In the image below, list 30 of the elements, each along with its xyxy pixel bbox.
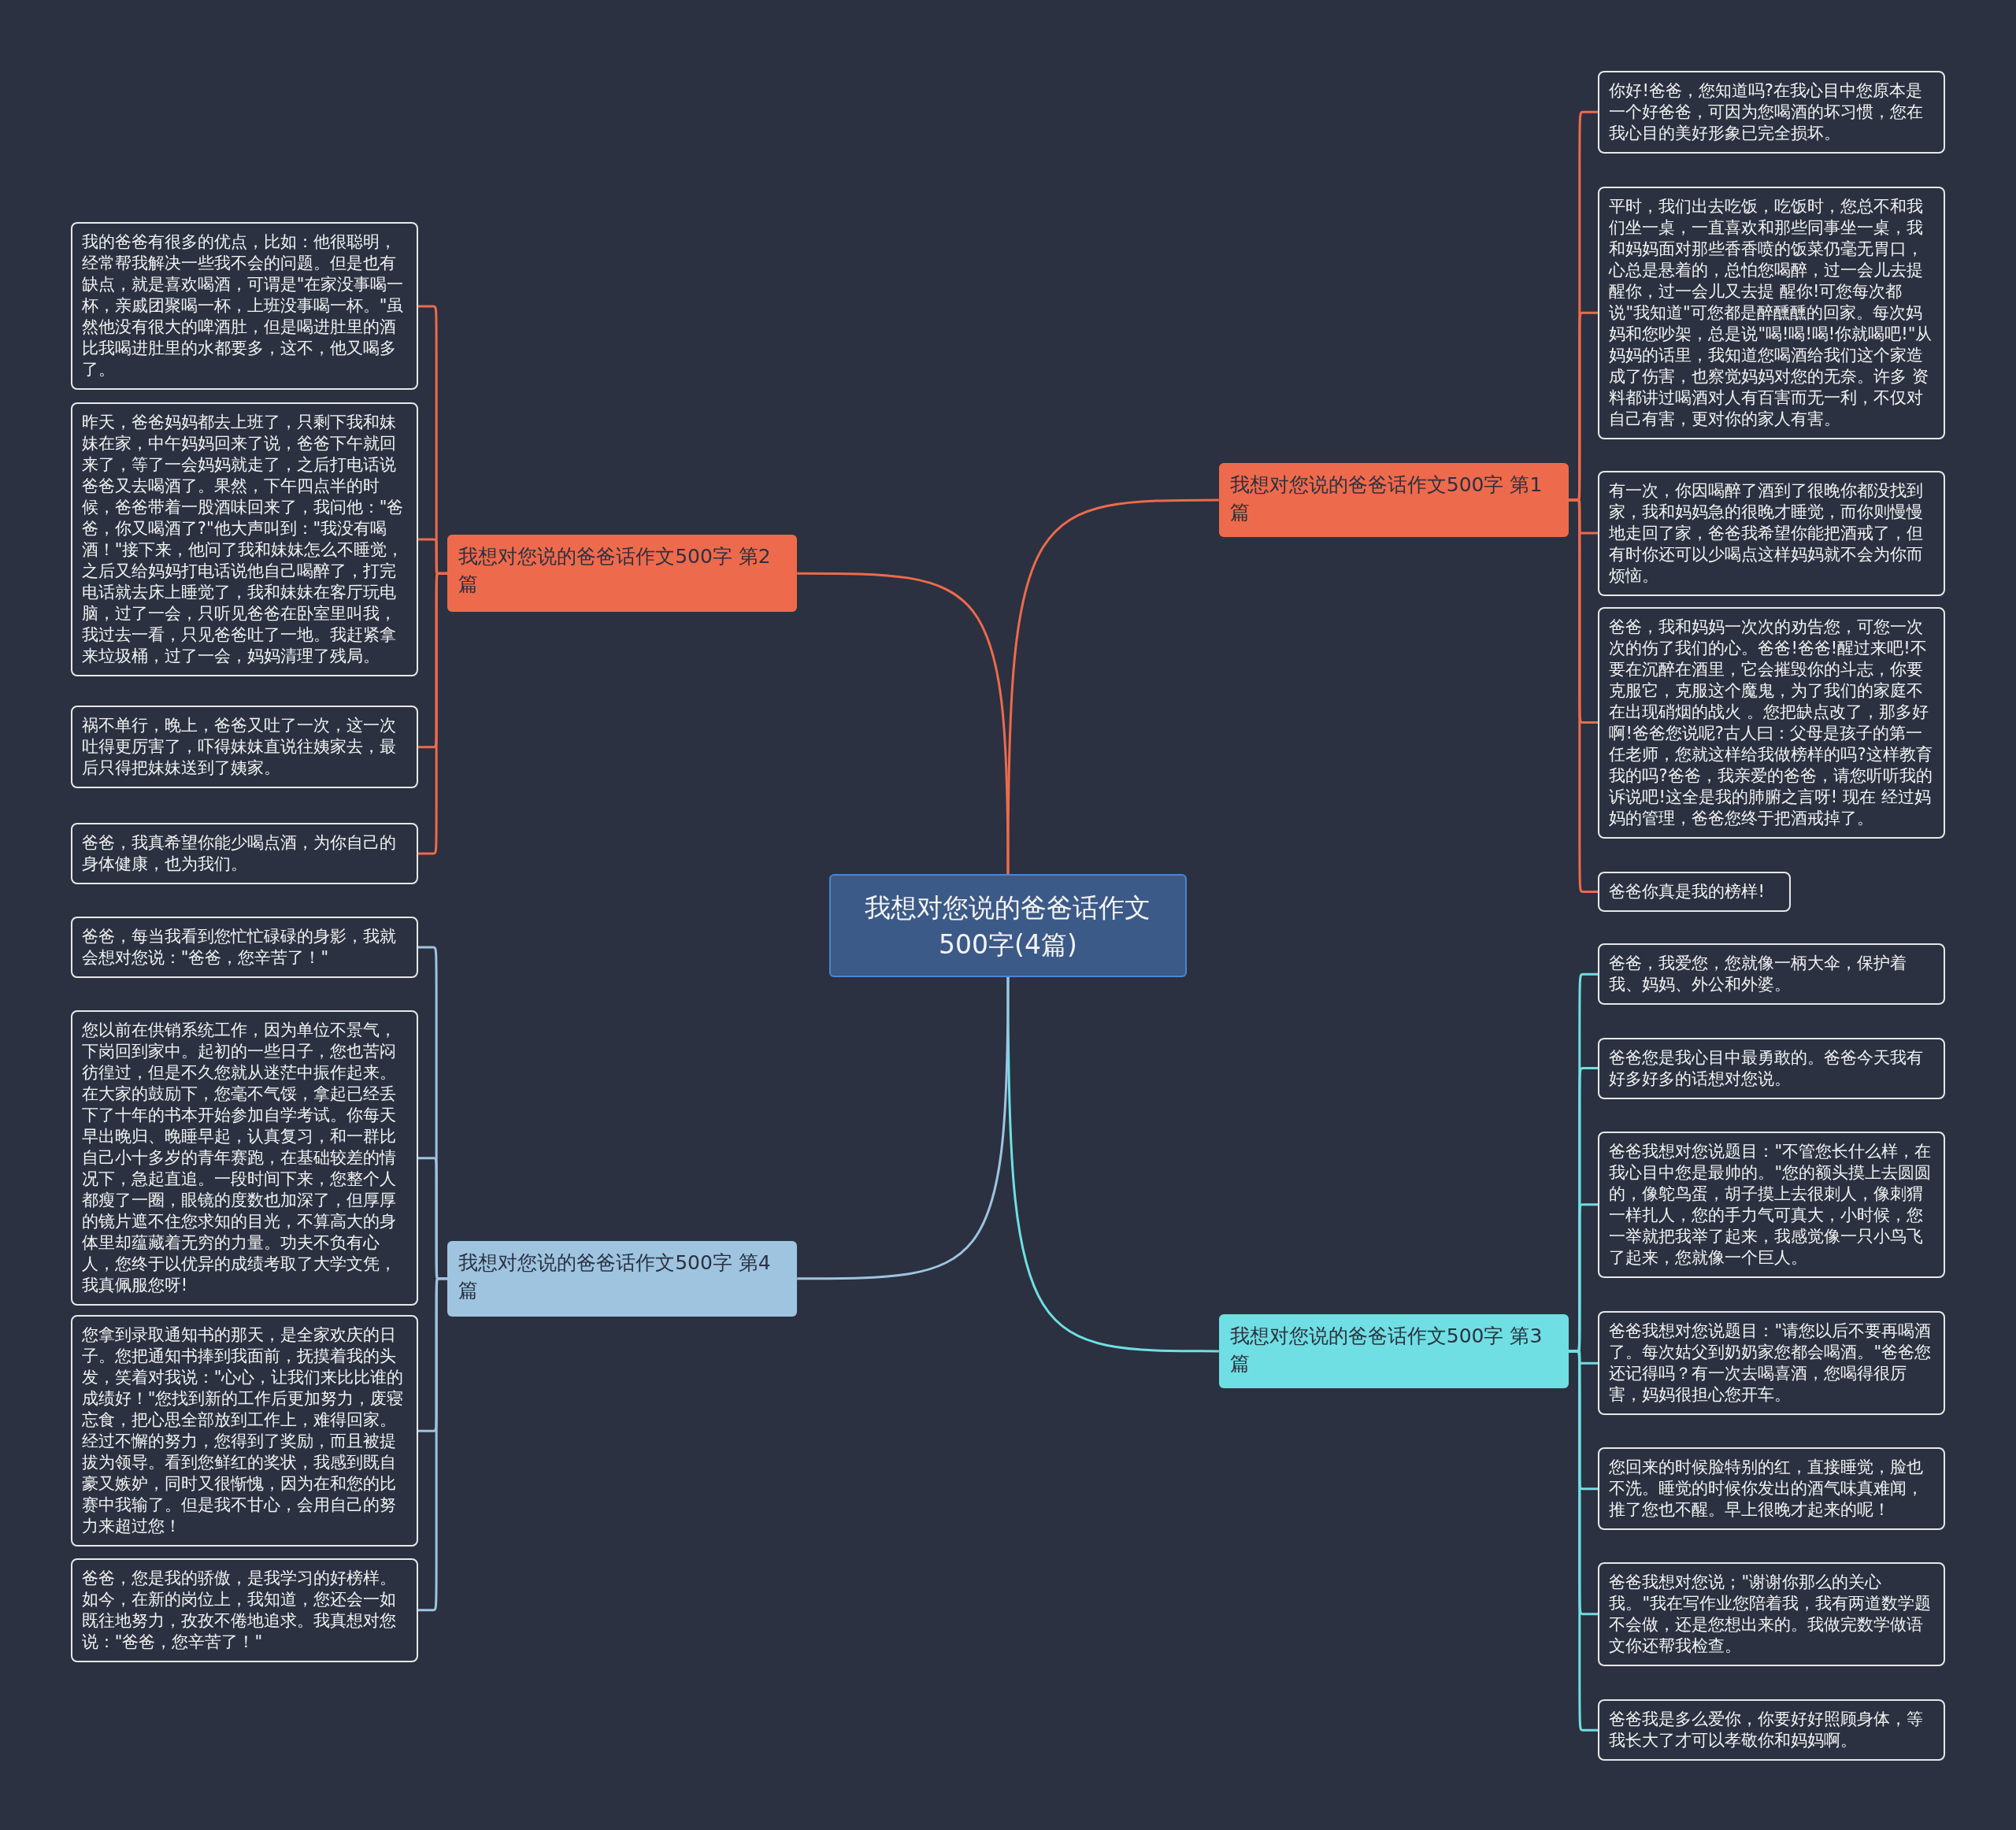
text-card: 爸爸我想对您说；"谢谢你那么的关心我。"我在写作业您陪着我，我有两道数学题不会做，还是您想出来的。我做完数学做语文你还帮我检查。 xyxy=(1598,1561,1946,1666)
text-card: 爸爸我想对您说题目："请您以后不要再喝酒了。每次姑父到奶奶家您都会喝酒。"爸爸您还记得吗？有一次去喝喜酒，您喝得很厉害，妈妈很担心您开车。 xyxy=(1598,1311,1946,1416)
text-card: 爸爸，我真希望你能少喝点酒，为你自己的身体健康，也为我们。 xyxy=(70,822,418,884)
connector-line xyxy=(797,976,1010,1280)
text-card: 平时，我们出去吃饭，吃饭时，您总不和我们坐一桌，一直喜欢和那些同事坐一桌，我和妈妈面对那些香香喷的饭菜仍毫无胃口，心总是悬着的，总怕您喝醉，过一会儿去提醒你，过一会儿又去提 醒你!可您每次都说"我知道"可您都是醉醺醺的回家。每次妈妈和您吵架，总是说"喝!喝!喝!你就喝吧!"从妈妈的话里，我知道您喝酒给我们这个家造成了伤害，也察觉妈妈对您的无奈。许多 资料都讲过喝酒对人有百害而无一利，不仅对自己有害，更对你的家人有害。 xyxy=(1598,186,1946,439)
branch-topic-box: 我想对您说的爸爸话作文500字 第1篇 xyxy=(1218,462,1569,538)
text-card: 你好!爸爸，您知道吗?在我心目中您原本是一个好爸爸，可因为您喝酒的坏习惯，您在我心目的美好形象已完全损坏。 xyxy=(1598,70,1946,154)
text-card: 爸爸你真是我的榜样! xyxy=(1598,871,1792,912)
connector-line xyxy=(1568,498,1599,893)
text-card: 有一次，你因喝醉了酒到了很晚你都没找到家，我和妈妈急的很晚才睡觉，而你则慢慢地走回了家，爸爸我希望你能把酒戒了，但有时你还可以少喝点这样妈妈就不会为你而烦恼。 xyxy=(1598,470,1946,596)
text-card: 您以前在供销系统工作，因为单位不景气，下岗回到家中。起初的一些日子，您也苦闷彷徨过，但是不久您就从迷茫中振作起来。在大家的鼓励下，您毫不气馁，拿起已经丢下了十年的书本开始参加自学考试。你每天早出晚归、晚睡早起，认真复习，和一群比自己小十多岁的青年赛跑，在基础较差的情况下，急起直追。一段时间下来，您整个人都瘦了一圈，眼镜的度数也加深了，但厚厚的镜片遮不住您求知的目光，不算高大的身体里却蕴藏着无穷的力量。功夫不负有心人，您终于以优异的成绩考取了大学文凭，我真佩服您呀! xyxy=(70,1010,418,1306)
branch-topic-box: 我想对您说的爸爸话作文500字 第3篇 xyxy=(1218,1313,1569,1389)
text-card: 您回来的时候脸特别的红，直接睡觉，脸也不洗。睡觉的时候你发出的酒气味真难闻，推了您也不醒。早上很晚才起来的呢！ xyxy=(1598,1447,1946,1531)
text-card: 昨天，爸爸妈妈都去上班了，只剩下我和妹妹在家，中午妈妈回来了说，爸爸下午就回来了，等了一会妈妈就走了，之后打电话说爸爸又去喝酒了。果然，下午四点半的时候，爸爸带着一股酒味回来了，我问他："爸爸，你又喝酒了?"他大声叫到："我没有喝酒！"接下来，他问了我和妹妹怎么不睡觉，之后又给妈妈打电话说他自己喝醉了，打完电话就去床上睡觉了，我和妹妹在客厅玩电脑，过了一会，只听见爸爸在卧室里叫我，我过去一看，只见爸爸吐了一地。我赶紧拿来垃圾桶，过了一会，妈妈清理了残局。 xyxy=(70,402,418,676)
connector-line xyxy=(797,572,1010,875)
text-card: 爸爸，我爱您，您就像一柄大伞，保护着我、妈妈、外公和外婆。 xyxy=(1598,943,1946,1006)
text-card: 爸爸您是我心目中最勇敢的。爸爸今天我有好多好多的话想对您说。 xyxy=(1598,1037,1946,1099)
text-card: 爸爸我想对您说题目："不管您长什么样，在我心目中您是最帅的。"您的额头摸上去圆圆的，像鸵鸟蛋，胡子摸上去很刺人，像刺猬一样扎人，您的手力气可真大，小时候，您一举就把我举了起来，我感觉像一只小鸟飞了起来，您就像一个巨人。 xyxy=(1598,1131,1946,1278)
text-card: 爸爸，我和妈妈一次次的劝告您，可您一次次的伤了我们的心。爸爸!爸爸!醒过来吧!不要在沉醉在酒里，它会摧毁你的斗志，你要克服它，克服这个魔鬼，为了我们的家庭不在出现硝烟的战火 。您把缺点改了，那多好啊!爸爸您说呢?古人曰：父母是孩子的第一任老师，您就这样给我做榜样的吗?这样教育我的吗?爸爸，我亲爱的爸爸，请您听听我的诉说吧!这全是我的肺腑之言呀! 现在 经过妈妈的管理，爸爸您终于把酒戒掉了。 xyxy=(1598,606,1946,839)
text-card: 祸不单行，晚上，爸爸又吐了一次，这一次吐得更厉害了，吓得妹妹直说往姨家去，最后只得把妹妹送到了姨家。 xyxy=(70,706,418,789)
connector-line xyxy=(417,572,448,855)
central-topic-box: 我想对您说的爸爸话作文500字(4篇) xyxy=(829,874,1187,977)
text-card: 爸爸，您是我的骄傲，是我学习的好榜样。如今，在新的岗位上，我知道，您还会一如既往地努力，孜孜不倦地追求。我真想对您说："爸爸，您辛苦了！" xyxy=(70,1558,418,1662)
branch-topic-box: 我想对您说的爸爸话作文500字 第4篇 xyxy=(447,1240,798,1317)
text-card: 我的爸爸有很多的优点，比如：他很聪明，经常帮我解决一些我不会的问题。但是也有缺点，就是喜欢喝酒，可谓是"在家没事喝一杯，亲戚团聚喝一杯，上班没事喝一杯。"虽然他没有很大的啤酒肚，但是喝进肚里的酒比我喝进肚里的水都要多，这不，他又喝多了。 xyxy=(70,222,418,391)
text-card: 爸爸我是多么爱你，你要好好照顾身体，等我长大了才可以孝敬你和妈妈啊。 xyxy=(1598,1699,1946,1761)
branch-topic-box: 我想对您说的爸爸话作文500字 第2篇 xyxy=(447,535,798,613)
text-card: 您拿到录取通知书的那天，是全家欢庆的日子。您把通知书捧到我面前，抚摸着我的头发，笑着对我说："心心，让我们来比比谁的成绩好！"您找到新的工作后更加努力，废寝忘食，把心思全部放到工作上，难得回家。经过不懈的努力，您得到了奖励，而且被提拔为领导。看到您鲜红的奖状，我感到既自豪又嫉妒，同时又很惭愧，因为在和您的比赛中我输了。但是我不甘心，会用自己的努力来超过您！ xyxy=(70,1315,418,1547)
connector-line xyxy=(417,1277,448,1612)
text-card: 爸爸，每当我看到您忙忙碌碌的身影，我就会想对您说："爸爸，您辛苦了！" xyxy=(70,917,418,979)
